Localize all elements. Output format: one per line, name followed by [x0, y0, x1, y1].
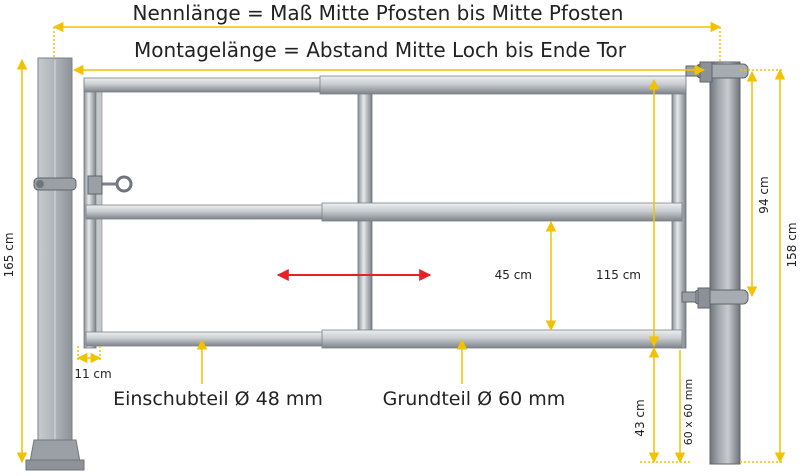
gate-height-label: 115 cm: [596, 268, 641, 282]
left-post-height-label: 165 cm: [2, 232, 16, 277]
hinge-spacing-label: 94 cm: [757, 176, 771, 213]
dimension-lines: [16, 21, 786, 464]
left-post: [25, 57, 85, 471]
insert-part-label: Einschubteil Ø 48 mm: [113, 388, 323, 410]
nominal-length-label: Nennlänge = Maß Mitte Pfosten bis Mitte …: [133, 1, 624, 25]
ground-clearance-label: 43 cm: [633, 399, 647, 436]
rail-spacing-label: 45 cm: [495, 268, 532, 282]
gate-frame: [83, 65, 701, 349]
mounting-length-label: Montagelänge = Abstand Mitte Loch bis En…: [134, 38, 627, 62]
base-part-label: Grundteil Ø 60 mm: [383, 388, 566, 410]
post-profile-label: 60 x 60 mm: [682, 379, 695, 445]
overlap-label: 11 cm: [74, 367, 111, 381]
right-post: [693, 61, 749, 465]
right-post-height-label: 158 cm: [785, 222, 799, 267]
